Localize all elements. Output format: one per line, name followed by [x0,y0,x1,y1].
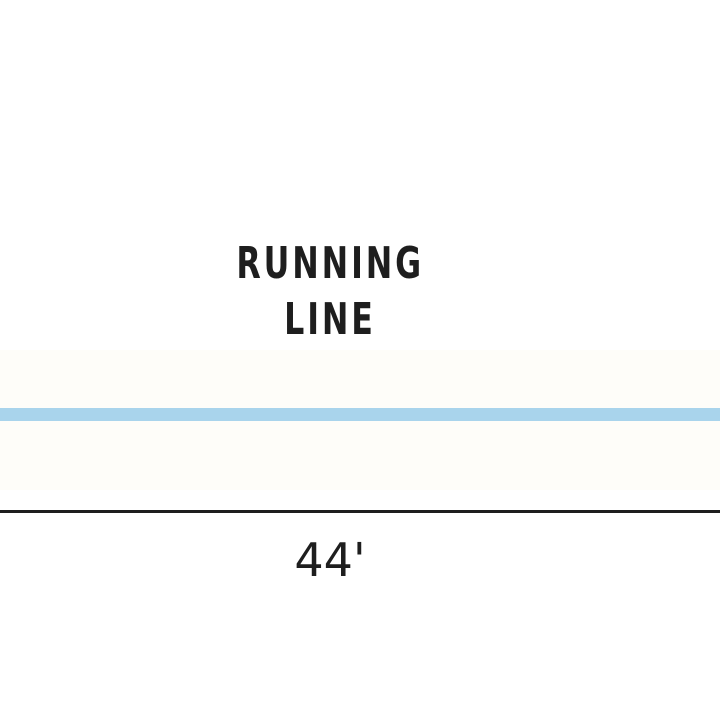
running-line-label: RUNNING LINE [236,236,423,348]
running-line-label-line1: RUNNING [236,238,425,289]
dimension-value: 44' [294,533,366,587]
dimension-line [0,510,720,513]
running-line [0,408,720,421]
running-line-label-line2: LINE [284,294,376,345]
